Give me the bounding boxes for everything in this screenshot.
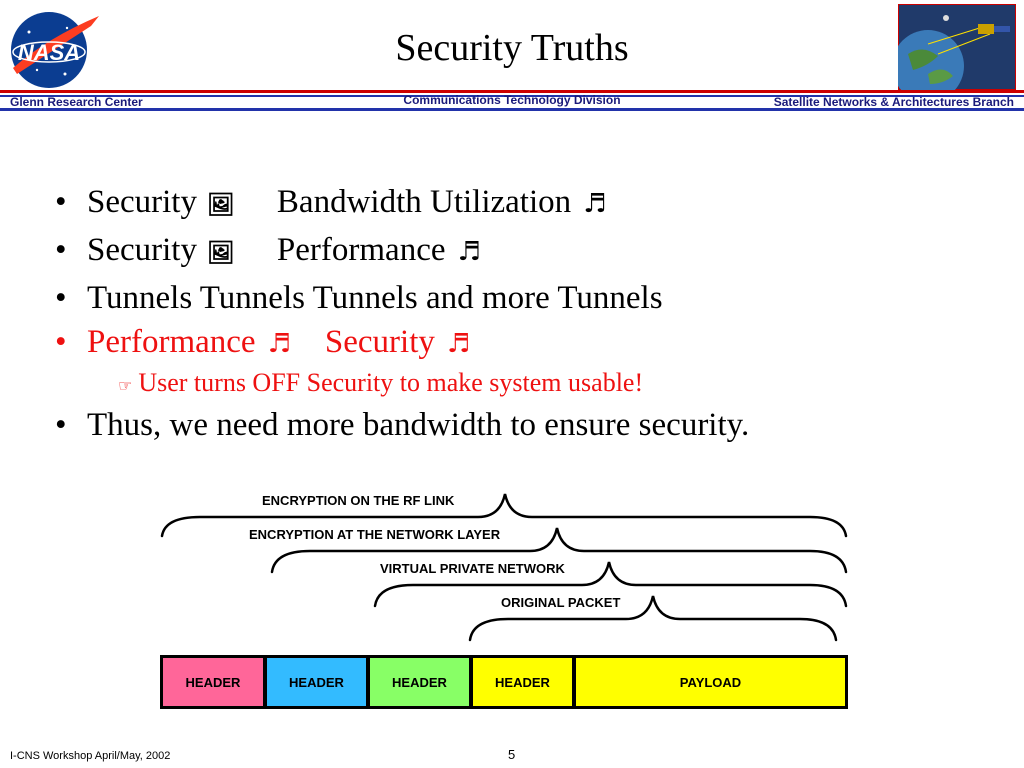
packet-cell-header-3: HEADER: [370, 658, 473, 706]
bullet-text: Performance: [87, 324, 256, 360]
header-rule-gap: [0, 93, 1024, 95]
bullet-item: • Security 🖼 Performance ♬: [55, 228, 975, 276]
brace-original-packet: [468, 595, 838, 642]
brace-vpn: [373, 561, 848, 608]
bullet-text: Security: [87, 232, 197, 268]
header-center-text: Communications Technology Division: [403, 93, 621, 107]
framed-picture-icon: 🖼: [206, 241, 235, 266]
label-original-packet: ORIGINAL PACKET: [501, 595, 621, 610]
label-rf-link: ENCRYPTION ON THE RF LINK: [262, 493, 455, 508]
brace-network-layer: [270, 527, 848, 574]
music-note-icon: ♬: [446, 329, 471, 359]
packet-cell-header-1: HEADER: [163, 658, 267, 706]
bullet-dot: •: [55, 324, 67, 360]
footer-workshop: I-CNS Workshop April/May, 2002: [10, 750, 171, 762]
header-left-text: Glenn Research Center: [10, 95, 143, 109]
framed-picture-icon: 🖼: [206, 193, 235, 218]
page-title: Security Truths: [395, 27, 629, 69]
bullet-text-after: Bandwidth Utilization: [276, 184, 572, 220]
music-note-icon: ♬: [457, 237, 481, 267]
pointing-hand-icon: ☞: [118, 376, 133, 395]
bullet-text-after: Performance: [276, 232, 446, 268]
bullet-dot: •: [55, 280, 67, 316]
bullet-item: • Performance ♬ Security ♬: [55, 320, 975, 366]
bullet-dot: •: [55, 232, 67, 268]
satellite-image: [892, 3, 1017, 102]
bullet-text: Tunnels Tunnels Tunnels and more Tunnels: [87, 280, 663, 316]
header-rule-bottom: [0, 108, 1024, 111]
label-vpn: VIRTUAL PRIVATE NETWORK: [380, 561, 565, 576]
header-rule-red: [0, 90, 1024, 93]
sub-bullet-text: User turns OFF Security to make system u…: [138, 368, 644, 397]
bullet-text: Security: [87, 184, 197, 220]
bullet-dot: •: [55, 184, 67, 220]
packet-bar: HEADER HEADER HEADER HEADER PAYLOAD: [160, 655, 848, 709]
label-network-layer: ENCRYPTION AT THE NETWORK LAYER: [249, 527, 501, 542]
sub-bullet-item: ☞ User turns OFF Security to make system…: [55, 366, 975, 403]
bullet-text-after: Security: [324, 324, 435, 360]
bullet-item: • Tunnels Tunnels Tunnels and more Tunne…: [55, 276, 975, 320]
page-number: 5: [508, 747, 516, 762]
packet-cell-payload: PAYLOAD: [576, 658, 845, 706]
packet-cell-header-4: HEADER: [473, 658, 576, 706]
music-note-icon: ♬: [583, 189, 607, 219]
bullet-list: • Security 🖼 Bandwidth Utilization ♬ • S…: [55, 180, 975, 447]
bullet-item: • Thus, we need more bandwidth to ensure…: [55, 403, 975, 447]
header-right-text: Satellite Networks & Architectures Branc…: [773, 95, 1014, 109]
nasa-logo: NASA: [7, 8, 103, 90]
music-note-icon: ♬: [267, 329, 291, 359]
nasa-logo-text: NASA: [18, 40, 80, 65]
brace-rf-link: [160, 493, 848, 538]
header-rule-blue: [0, 95, 1024, 97]
packet-cell-header-2: HEADER: [267, 658, 370, 706]
bullet-item: • Security 🖼 Bandwidth Utilization ♬: [55, 180, 975, 228]
bullet-text: Thus, we need more bandwidth to ensure s…: [87, 407, 750, 443]
bullet-dot: •: [55, 407, 67, 443]
